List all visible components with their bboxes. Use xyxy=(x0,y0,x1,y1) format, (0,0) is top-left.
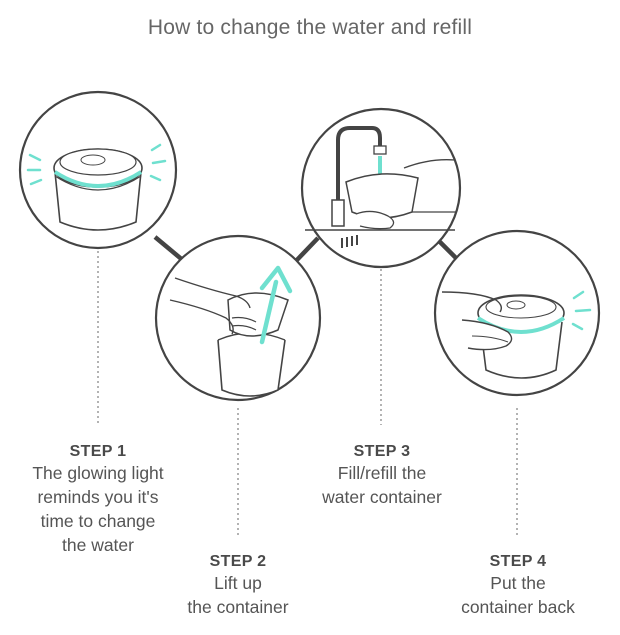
step-3-desc-line: water container xyxy=(322,487,442,507)
step-1-desc-line: time to change xyxy=(40,511,156,531)
step3-illustration xyxy=(300,107,462,269)
step-1-desc-line: reminds you it's xyxy=(37,487,159,507)
step-1-description: The glowing light reminds you it's time … xyxy=(8,461,188,557)
connector-1-2 xyxy=(153,235,187,264)
step-3-description: Fill/refill the water container xyxy=(296,461,468,509)
step-1-desc-line: the water xyxy=(62,535,134,555)
step-1: STEP 1 The glowing light reminds you it'… xyxy=(8,443,188,557)
page-title: How to change the water and refill xyxy=(147,16,473,39)
step2-illustration xyxy=(154,234,322,402)
step-4-desc-line: container back xyxy=(461,597,575,617)
step-4-description: Put the container back xyxy=(436,571,600,619)
step1-illustration xyxy=(18,90,178,250)
step4-illustration xyxy=(433,229,601,397)
step-3-label: STEP 3 xyxy=(353,443,411,460)
connector-2-3 xyxy=(293,236,320,264)
step-3: STEP 3 Fill/refill the water container xyxy=(296,443,468,509)
step-4: STEP 4 Put the container back xyxy=(436,553,600,619)
step-1-desc-line: The glowing light xyxy=(32,463,164,483)
step-1-label: STEP 1 xyxy=(69,443,127,460)
step-2: STEP 2 Lift up the container xyxy=(158,553,318,619)
step-2-description: Lift up the container xyxy=(158,571,318,619)
step-2-desc-line: the container xyxy=(187,597,289,617)
step-4-desc-line: Put the xyxy=(490,573,546,593)
step-2-label: STEP 2 xyxy=(209,553,267,570)
step-3-desc-line: Fill/refill the xyxy=(337,463,427,483)
step-2-desc-line: Lift up xyxy=(214,573,262,593)
step-4-label: STEP 4 xyxy=(489,553,547,570)
